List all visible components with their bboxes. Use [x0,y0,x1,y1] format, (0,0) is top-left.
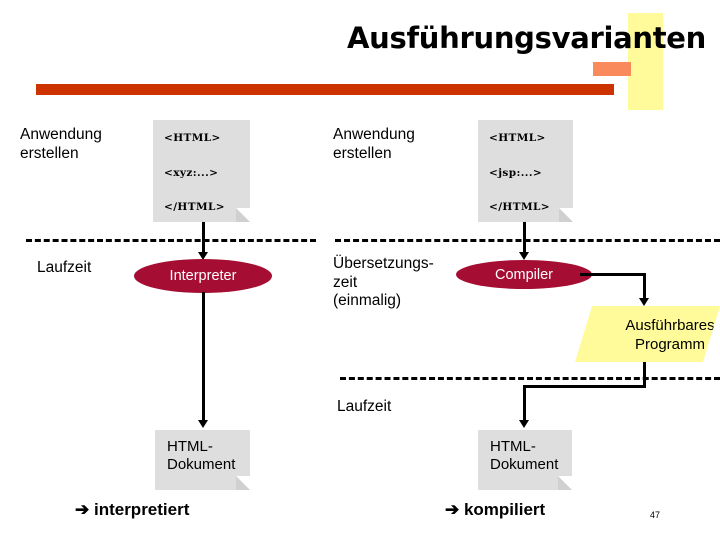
right-phase-compile-label: Übersetzungs- zeit (einmalig) [333,255,434,309]
left-output-document-label: HTML- Dokument [167,438,236,473]
left-output-fold-corner [236,476,250,490]
executable-out-v2 [523,385,526,422]
left-source-line-3: </HTML> [164,201,225,213]
right-arrow-head [519,252,529,260]
left-source-line-1: <HTML> [164,132,221,144]
right-source-fold-corner [559,208,573,222]
executable-out-v1 [643,362,646,388]
left-arrow-shaft [202,222,205,254]
left-source-line-2: <xyz:...> [164,167,219,179]
right-phase-divider [335,239,720,242]
left-output-arrow-shaft [202,292,205,422]
interpreter-label: Interpreter [169,268,237,284]
compiler-to-executable-h [580,273,646,276]
right-output-document-label: HTML- Dokument [490,438,559,473]
compiler-to-executable-head [639,298,649,306]
right-output-document: HTML- Dokument [478,430,572,490]
compiler-node: Compiler [456,260,592,289]
right-source-line-1: <HTML> [489,132,546,144]
left-phase-divider [26,239,316,242]
left-phase-create-label: Anwendung erstellen [20,126,102,162]
page-number: 47 [650,510,661,520]
right-source-document: <HTML> <jsp:...> </HTML> [478,120,573,222]
executable-out-head [519,420,529,428]
right-source-line-2: <jsp:...> [489,167,543,179]
left-arrow-head [198,252,208,260]
right-conclusion: ➔ kompiliert [445,500,546,519]
left-source-fold-corner [236,208,250,222]
compiler-to-executable-v [643,273,646,301]
interpreter-node: Interpreter [134,259,272,293]
header-salmon-block [593,62,631,76]
right-phase-runtime-label: Laufzeit [337,398,392,415]
left-phase-runtime-label: Laufzeit [37,259,92,276]
header-yellow-block [628,13,663,110]
left-source-document: <HTML> <xyz:...> </HTML> [153,120,250,222]
executable-program-node: Ausführbares Programm [575,306,720,362]
right-arrow-shaft [523,222,526,254]
left-output-arrow-head [198,420,208,428]
right-source-line-3: </HTML> [489,201,550,213]
header-red-rule [36,84,614,95]
right-phase-create-label: Anwendung erstellen [333,126,415,162]
compiler-label: Compiler [494,266,553,283]
left-output-document: HTML- Dokument [155,430,250,490]
right-output-fold-corner [558,476,572,490]
right-runtime-divider [340,377,720,380]
executable-out-h [523,385,646,388]
left-conclusion: ➔ interpretiert [75,500,190,519]
executable-program-label: Ausführbares Programm [625,317,715,353]
page-title: Ausführungsvarianten [347,21,706,55]
